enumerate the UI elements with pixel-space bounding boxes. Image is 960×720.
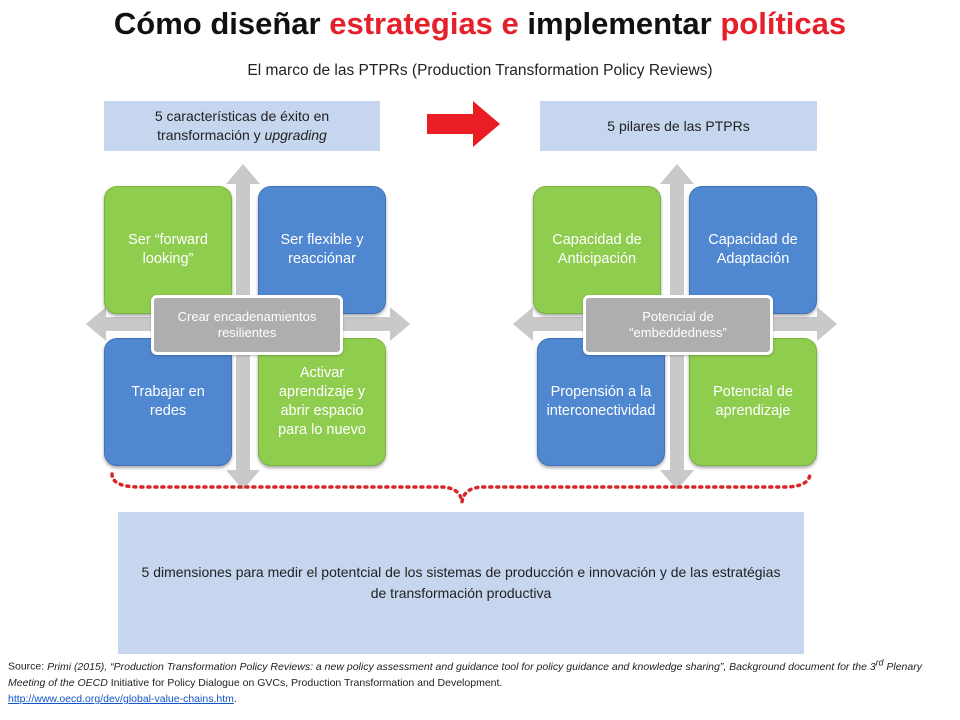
tile-networks: Trabajar en redes — [104, 338, 232, 466]
slide-title: Cómo diseñar estrategias e implementar p… — [0, 6, 960, 42]
center-resilient-linkages: Crear encadenamientos resilientes — [151, 295, 343, 355]
left-header-box: 5 características de éxito en transforma… — [104, 101, 380, 151]
right-arrow-icon — [427, 101, 500, 147]
title-highlight-policies: políticas — [720, 6, 847, 41]
left-header-italic: upgrading — [264, 127, 327, 143]
slide-subtitle: El marco de las PTPRs (Production Transf… — [247, 62, 713, 79]
tile-interconnectivity: Propensión a la interconectividad — [537, 338, 665, 466]
tile-adaptation: Capacidad de Adaptación — [689, 186, 817, 314]
title-highlight-strategies: estrategias e — [329, 6, 519, 41]
source-rest: Initiative for Policy Dialogue on GVCs, … — [107, 676, 503, 689]
tile-learning: Activar aprendizaje y abrir espacio para… — [258, 338, 386, 466]
right-header-box: 5 pilares de las PTPRs — [540, 101, 817, 151]
tile-flexible: Ser flexible y reacciónar — [258, 186, 386, 314]
source-label: Source: — [8, 660, 48, 673]
title-part-1: Cómo diseñar — [113, 6, 330, 41]
left-header-line1: 5 características de éxito en — [154, 108, 330, 125]
right-matrix: Capacidad de Anticipación Capacidad de A… — [513, 164, 837, 490]
source-link[interactable]: http://www.oecd.org/dev/global-value-cha… — [8, 693, 234, 706]
tile-learning-potential: Potencial de aprendizaje — [689, 338, 817, 466]
left-header-line2: transformación y — [157, 127, 265, 143]
title-part-3: implementar — [518, 6, 721, 41]
source-citation: Primi (2015), “Production Transformation… — [8, 657, 922, 689]
center-embeddedness: Potencial de “embeddedness” — [583, 295, 773, 355]
source-footnote: Source: Primi (2015), “Production Transf… — [8, 657, 922, 706]
left-matrix: Ser “forward looking” Ser flexible y rea… — [86, 164, 410, 490]
dimensions-box: 5 dimensiones para medir el potentcial d… — [118, 512, 804, 654]
tile-anticipation: Capacidad de Anticipación — [533, 186, 661, 314]
